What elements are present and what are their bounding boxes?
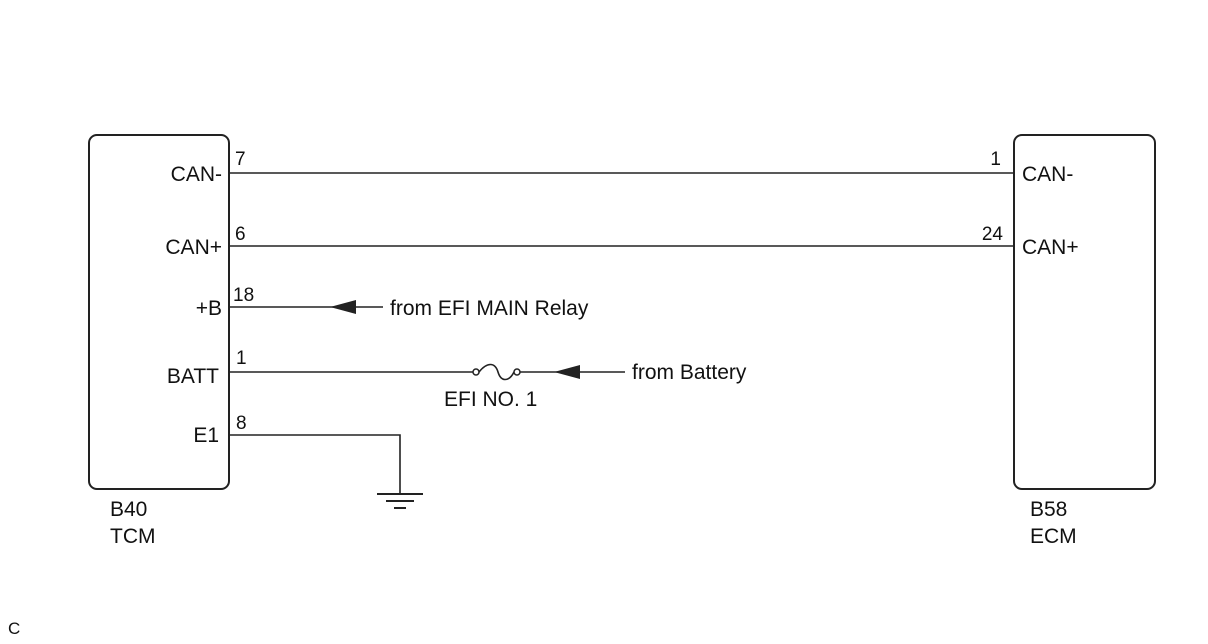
- fuse-terminal-left-icon: [472, 368, 480, 376]
- ecm-pin-number-1: 1: [990, 149, 1001, 170]
- tcm-pin-label-can-minus: CAN-: [171, 163, 222, 186]
- tcm-pin-label-can-plus: CAN+: [165, 236, 222, 259]
- battery-source-label: from Battery: [632, 361, 747, 384]
- relay-source-label: from EFI MAIN Relay: [390, 297, 589, 320]
- tcm-pin-number-7: 7: [235, 149, 246, 170]
- footnote: C: [8, 619, 20, 638]
- tcm-pin-number-6: 6: [235, 224, 246, 245]
- ecm-name: ECM: [1030, 525, 1077, 548]
- fuse-label: EFI NO. 1: [444, 388, 537, 411]
- fuse-terminal-right-icon: [513, 368, 521, 376]
- ecm-box: [1013, 134, 1156, 490]
- wire-ground: [229, 434, 401, 494]
- fuse-icon: [478, 363, 515, 381]
- ecm-pin-label-can-plus: CAN+: [1022, 236, 1079, 259]
- tcm-pin-number-18: 18: [233, 285, 254, 306]
- tcm-pin-label-batt: BATT: [167, 365, 219, 388]
- arrow-battery-icon: [554, 365, 580, 379]
- ecm-connector-code: B58: [1030, 498, 1067, 521]
- ecm-pin-number-24: 24: [982, 224, 1004, 245]
- arrow-relay-icon: [330, 300, 356, 314]
- ground-symbol-icon: [377, 493, 423, 509]
- ecm-pin-label-can-minus: CAN-: [1022, 163, 1073, 186]
- tcm-pin-label-e1: E1: [193, 424, 219, 447]
- tcm-pin-number-8: 8: [236, 413, 247, 434]
- tcm-pin-label-plus-b: +B: [196, 297, 222, 320]
- tcm-pin-number-1: 1: [236, 348, 247, 369]
- tcm-name: TCM: [110, 525, 156, 548]
- tcm-connector-code: B40: [110, 498, 147, 521]
- tcm-box: [88, 134, 230, 490]
